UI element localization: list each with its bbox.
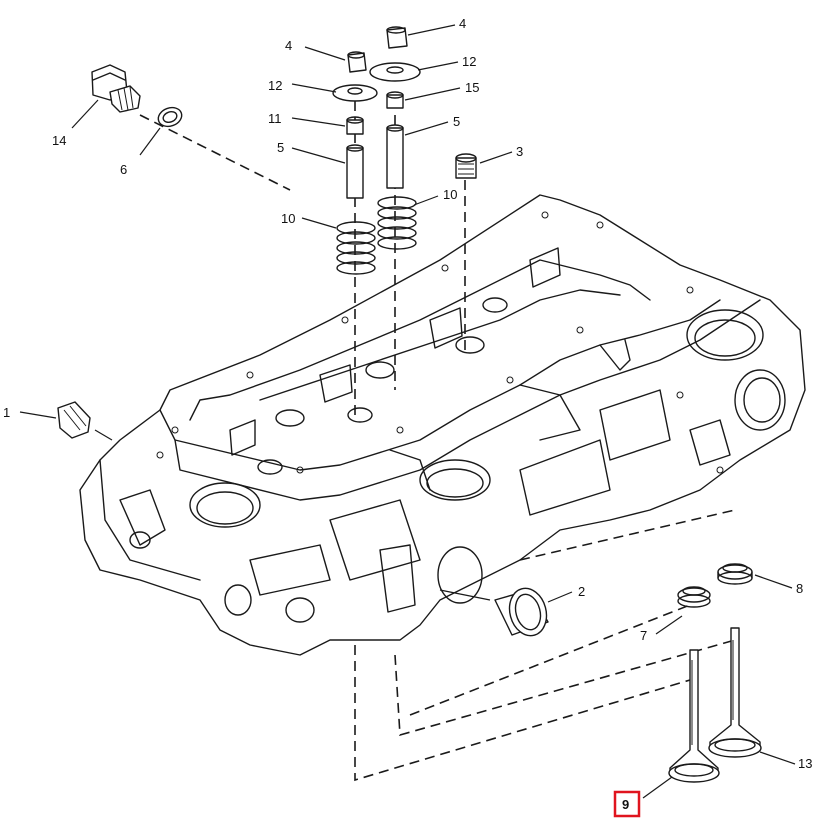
callout-3: 3 bbox=[516, 144, 523, 159]
washer-part-6 bbox=[157, 106, 183, 128]
valve-part-13 bbox=[708, 627, 762, 758]
callout-9: 9 bbox=[622, 797, 629, 812]
callout-1: 1 bbox=[3, 405, 10, 420]
valve-guide-part-5-right bbox=[386, 124, 404, 189]
callout-9-highlight-box bbox=[613, 790, 641, 818]
valve-seat-insert-part-7 bbox=[677, 586, 711, 608]
valve-stem-seal-part-11 bbox=[346, 116, 364, 135]
collet-part-4-left bbox=[347, 51, 367, 73]
callout-11: 11 bbox=[268, 111, 282, 126]
callout-4-right: 4 bbox=[459, 16, 466, 31]
valve-spring-part-10-left bbox=[336, 221, 376, 275]
spring-retainer-part-12-right bbox=[369, 62, 421, 82]
assembly-guide-lines bbox=[139, 85, 736, 782]
cylinder-head bbox=[79, 194, 806, 656]
callout-8: 8 bbox=[796, 581, 803, 596]
callout-10-left: 10 bbox=[281, 211, 295, 226]
collet-part-4-right bbox=[386, 26, 408, 49]
leader-lines bbox=[19, 24, 796, 799]
callout-15: 15 bbox=[465, 80, 479, 95]
valve-spring-part-10-right bbox=[377, 196, 417, 250]
callout-5-right: 5 bbox=[453, 114, 460, 129]
valve-part-9 bbox=[668, 649, 720, 783]
threaded-insert-part-3 bbox=[455, 153, 477, 179]
callout-10-right: 10 bbox=[443, 187, 457, 202]
callout-4-left: 4 bbox=[285, 38, 292, 53]
valve-seat-insert-part-8 bbox=[717, 563, 753, 585]
callout-2: 2 bbox=[578, 584, 585, 599]
callout-12-left: 12 bbox=[268, 78, 282, 93]
sleeve-part-2 bbox=[494, 587, 549, 637]
spring-retainer-part-12-left bbox=[332, 84, 378, 102]
callout-7: 7 bbox=[640, 628, 647, 643]
callout-14: 14 bbox=[52, 133, 66, 148]
callout-13: 13 bbox=[798, 756, 812, 771]
callout-6: 6 bbox=[120, 162, 127, 177]
valve-guide-part-5-left bbox=[346, 144, 364, 199]
plug-part-1 bbox=[57, 401, 91, 439]
plug-bolt-part-14 bbox=[91, 64, 141, 113]
callout-5-left: 5 bbox=[277, 140, 284, 155]
valve-stem-seal-part-15 bbox=[386, 91, 404, 109]
callout-labels: 14 6 4 4 12 12 15 11 5 5 3 10 10 1 2 8 7… bbox=[3, 16, 812, 818]
callout-12-right: 12 bbox=[462, 54, 476, 69]
